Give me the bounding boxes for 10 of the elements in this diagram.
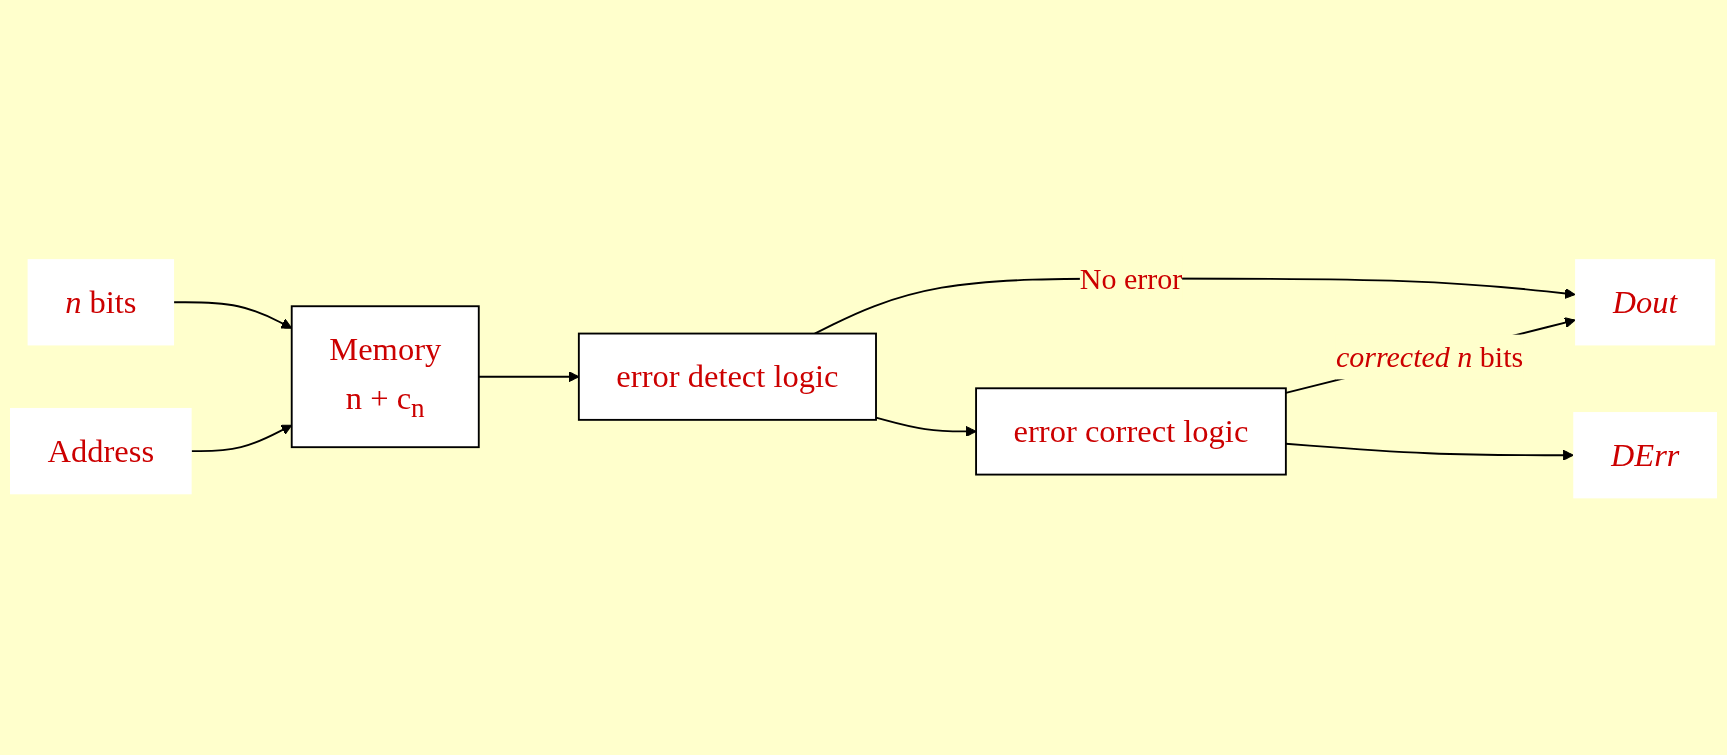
edge-label: corrected n bits <box>1335 341 1524 374</box>
node-box: error correct logic <box>975 387 1287 476</box>
edge-label: No error <box>1079 262 1183 296</box>
node-box: Address <box>10 408 192 495</box>
arrow <box>875 417 977 438</box>
node-box: n bits <box>27 259 175 346</box>
node-box: Dout <box>1575 259 1716 346</box>
node-box: error detect logic <box>577 332 877 422</box>
node-box: DErr <box>1573 412 1717 499</box>
node-box: Memory n + c$_{n}$ <box>290 305 480 449</box>
